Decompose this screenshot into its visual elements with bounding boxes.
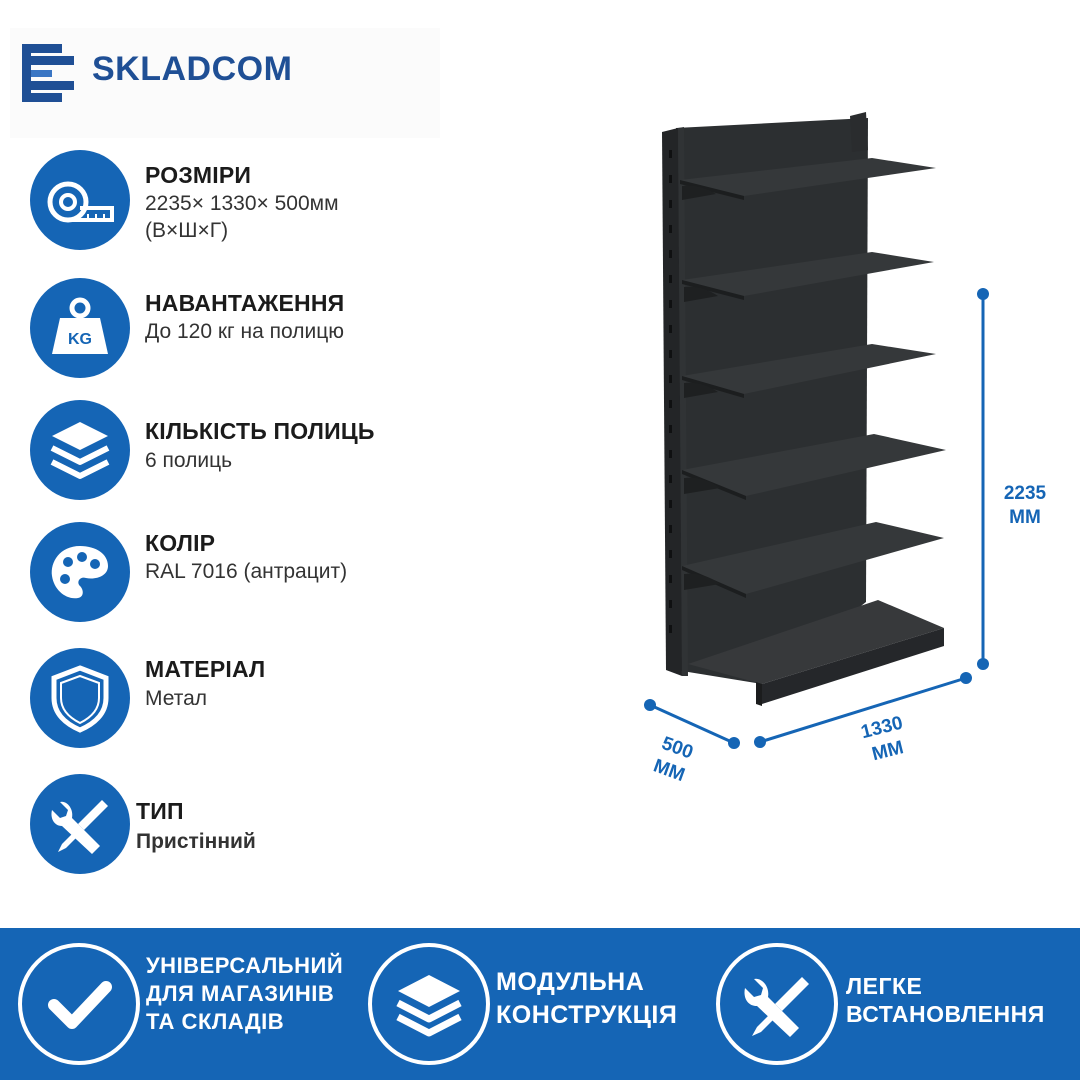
shelf-1	[680, 158, 936, 200]
tools-icon	[716, 943, 838, 1065]
tools-icon	[30, 774, 130, 874]
skladcom-logo-icon	[22, 44, 74, 102]
shelf-4	[682, 434, 946, 500]
feature-universal: УНІВЕРСАЛЬНИЙ ДЛЯ МАГАЗИНІВ ТА СКЛАДІВ	[146, 952, 343, 1036]
palette-icon	[30, 522, 130, 622]
spec-material: МАТЕРІАЛ Метал	[30, 648, 450, 748]
features-banner: УНІВЕРСАЛЬНИЙ ДЛЯ МАГАЗИНІВ ТА СКЛАДІВ М…	[0, 928, 1080, 1080]
shield-icon	[30, 648, 130, 748]
spec-dimensions: РОЗМІРИ 2235× 1330× 500мм (В×Ш×Г)	[30, 150, 450, 250]
spec-title: КІЛЬКІСТЬ ПОЛИЦЬ	[145, 418, 375, 444]
spec-value: 6 полиць	[145, 449, 233, 472]
feature-line: ВСТАНОВЛЕННЯ	[846, 1001, 1045, 1027]
feature-line: ДЛЯ МАГАЗИНІВ	[146, 981, 335, 1006]
spec-color: КОЛІР RAL 7016 (антрацит)	[30, 522, 450, 622]
spec-title: РОЗМІРИ	[145, 162, 252, 188]
shelf-5	[682, 522, 944, 598]
spec-value: Пристінний	[136, 830, 256, 853]
shelf-2	[682, 252, 934, 302]
feature-line: МОДУЛЬНА	[496, 968, 645, 996]
feature-modular: МОДУЛЬНА КОНСТРУКЦІЯ	[496, 966, 677, 1032]
layers-icon	[368, 943, 490, 1065]
spec-value: До 120 кг на полицю	[145, 320, 344, 343]
spec-value: Метал	[145, 687, 208, 710]
height-unit: ММ	[1009, 507, 1041, 528]
shelf-base	[688, 600, 944, 706]
spec-type: ТИП Пристінний	[30, 774, 450, 874]
spec-title: НАВАНТАЖЕННЯ	[145, 290, 345, 316]
shelving-unit-illustration	[644, 112, 989, 749]
spec-value-note: (В×Ш×Г)	[145, 219, 229, 242]
spec-title: КОЛІР	[145, 530, 216, 556]
back-panel	[676, 118, 868, 684]
layers-icon	[30, 400, 130, 500]
spec-value: RAL 7016 (антрацит)	[145, 560, 348, 583]
spec-title: МАТЕРІАЛ	[145, 656, 266, 682]
checkmark-icon	[18, 943, 140, 1065]
svg-text:KG: KG	[68, 331, 92, 348]
height-value: 2235	[1003, 483, 1047, 504]
brand-logo: SKLADCOM	[10, 28, 440, 138]
spec-value: 2235× 1330× 500мм	[145, 192, 339, 215]
tape-measure-icon	[30, 150, 130, 250]
spec-title: ТИП	[136, 798, 184, 824]
feature-easy-install: ЛЕГКЕ ВСТАНОВЛЕННЯ	[846, 972, 1045, 1028]
spec-load: KG НАВАНТАЖЕННЯ До 120 кг на полицю	[30, 278, 450, 378]
weight-kg-icon: KG	[30, 278, 130, 378]
feature-line: УНІВЕРСАЛЬНИЙ	[146, 953, 344, 978]
feature-line: КОНСТРУКЦІЯ	[496, 1001, 678, 1029]
shelf-3	[682, 344, 936, 398]
brand-name: SKLADCOM	[92, 50, 293, 88]
feature-line: ТА СКЛАДІВ	[146, 1009, 285, 1034]
feature-line: ЛЕГКЕ	[846, 973, 923, 999]
height-dimension-label: 2235 ММ	[985, 482, 1065, 530]
dimension-lines	[644, 288, 989, 749]
spec-shelves: КІЛЬКІСТЬ ПОЛИЦЬ 6 полиць	[30, 400, 450, 500]
